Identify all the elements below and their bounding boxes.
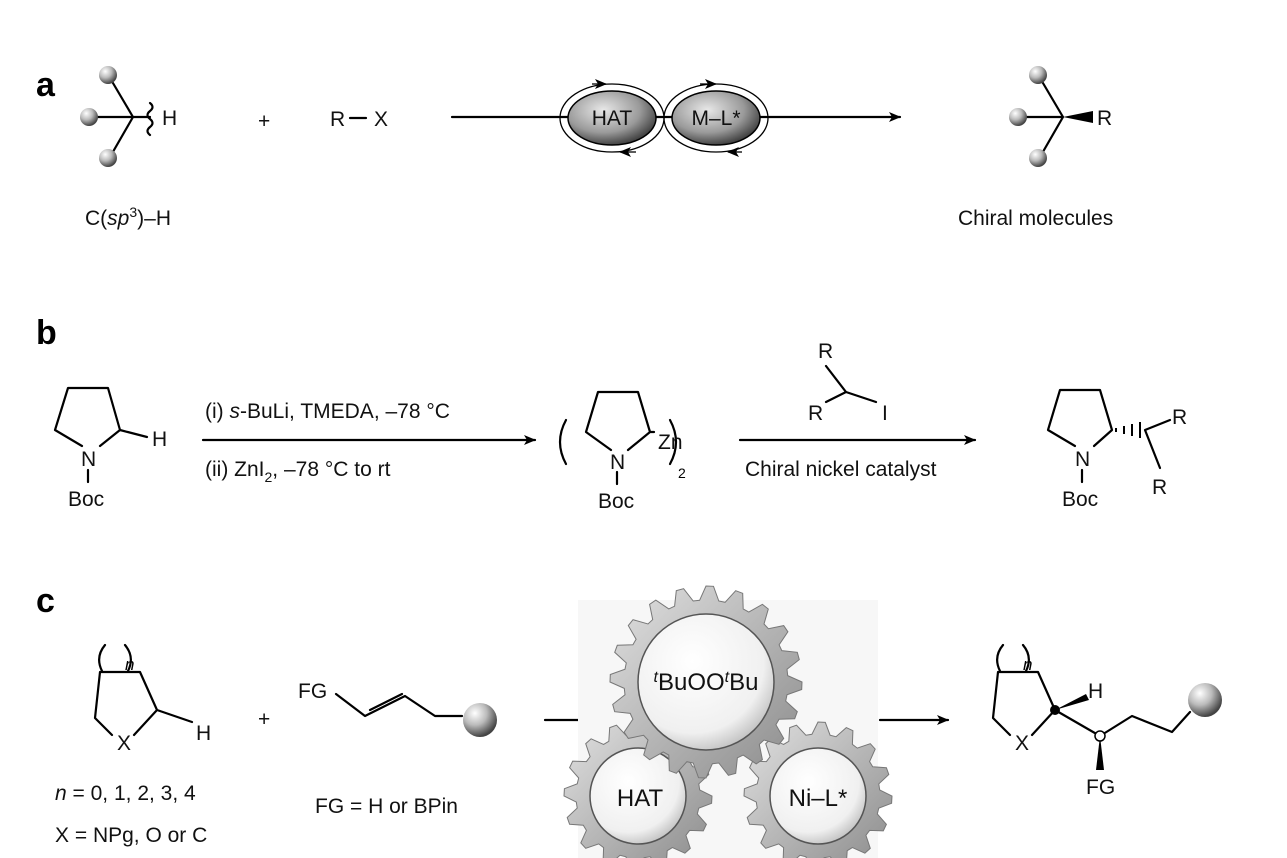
substituent-ball — [1009, 108, 1027, 126]
condition-step-2: (ii) ZnI2, –78 °C to rt — [205, 458, 391, 485]
svg-text:H: H — [152, 428, 167, 451]
alkene-substrate: FG — [298, 680, 497, 737]
secondary-alkyl-iodide: R R I — [808, 340, 888, 425]
product-ball — [1188, 683, 1222, 717]
n-boc-pyrrolidine: N H Boc — [53, 386, 167, 511]
x-values: X = NPg, O or C — [55, 824, 207, 847]
plus-sign: + — [258, 708, 270, 731]
substituent-ball — [1029, 149, 1047, 167]
svg-text:n: n — [1023, 655, 1032, 674]
svg-text:H: H — [196, 722, 211, 745]
caption-csp3-h: C(sp3)–H — [85, 204, 171, 230]
gear-label-hat: HAT — [617, 785, 664, 812]
svg-text:Zn: Zn — [658, 431, 683, 454]
hashed-bond — [1115, 422, 1141, 438]
substrate-ball — [463, 703, 497, 737]
product-R: R — [1097, 107, 1112, 130]
svg-text:Boc: Boc — [68, 488, 104, 511]
svg-text:R: R — [808, 402, 823, 425]
plus-sign: + — [258, 110, 270, 133]
svg-text:N: N — [81, 448, 96, 471]
panel-label-b: b — [36, 314, 57, 352]
svg-text:Boc: Boc — [598, 490, 634, 513]
chiral-product: R — [1009, 66, 1112, 167]
panel-label-c: c — [36, 582, 55, 620]
panel-label-a: a — [36, 66, 56, 104]
wedge-bond — [1096, 736, 1104, 770]
svg-text:N: N — [610, 451, 625, 474]
svg-text:n: n — [125, 655, 134, 674]
panel-c: c n X H + FG n = 0, 1, 2, 3, 4 X = NPg, … — [36, 582, 1222, 858]
substituent-ball — [80, 108, 98, 126]
reagent-R: R — [330, 108, 345, 131]
gear-ni-ligand-face — [769, 747, 867, 845]
substituent-ball — [99, 149, 117, 167]
reagent-X: X — [374, 108, 388, 131]
gear-label-ni-ligand: Ni–L* — [789, 785, 848, 812]
svg-text:I: I — [882, 402, 888, 425]
svg-text:Boc: Boc — [1062, 488, 1098, 511]
n-values: n = 0, 1, 2, 3, 4 — [55, 782, 196, 805]
dual-catalytic-cycle: HAT M–L* — [559, 79, 769, 157]
gear-hat-face — [589, 747, 687, 845]
wedge-bond — [1055, 694, 1089, 710]
tetrahedral-carbon-reactant: H — [80, 66, 177, 167]
svg-text:X: X — [117, 732, 131, 755]
wavy-bond-icon — [146, 101, 154, 137]
svg-text:FG: FG — [298, 680, 327, 703]
svg-text:2: 2 — [678, 465, 686, 481]
gear-label-peroxide: tBuOOtBu — [654, 669, 759, 696]
substituent-ball — [1029, 66, 1047, 84]
cycle-label-hat: HAT — [592, 107, 633, 130]
catalyst-label: Chiral nickel catalyst — [745, 458, 937, 481]
condition-step-1: (i) s-BuLi, TMEDA, –78 °C — [205, 400, 450, 423]
svg-text:R: R — [818, 340, 833, 363]
saturated-heterocycle: n X H — [93, 643, 211, 755]
svg-text:H: H — [1088, 680, 1103, 703]
gear-peroxide-face — [637, 613, 775, 751]
alkylated-product: n X H FG — [991, 643, 1222, 799]
catalytic-gears — [563, 585, 893, 858]
svg-text:FG: FG — [1086, 776, 1115, 799]
panel-a: a H + R X HAT M–L* — [36, 66, 1113, 230]
caption-chiral-molecules: Chiral molecules — [958, 207, 1113, 230]
wedge-bond — [1063, 111, 1093, 123]
svg-text:R: R — [1172, 406, 1187, 429]
hydrogen-label: H — [162, 107, 177, 130]
panel-b: b N H Boc (i) s-BuLi, TMEDA, –78 °C (ii)… — [36, 314, 1187, 513]
substituent-ball — [99, 66, 117, 84]
svg-text:R: R — [1152, 476, 1167, 499]
svg-text:X: X — [1015, 732, 1029, 755]
fg-values: FG = H or BPin — [315, 795, 458, 818]
cycle-label-metal-ligand: M–L* — [691, 107, 740, 130]
chiral-pyrrolidine-product: N Boc R R — [1046, 388, 1187, 511]
svg-text:N: N — [1075, 448, 1090, 471]
organozinc-intermediate: N 2 Zn Boc — [558, 390, 686, 513]
